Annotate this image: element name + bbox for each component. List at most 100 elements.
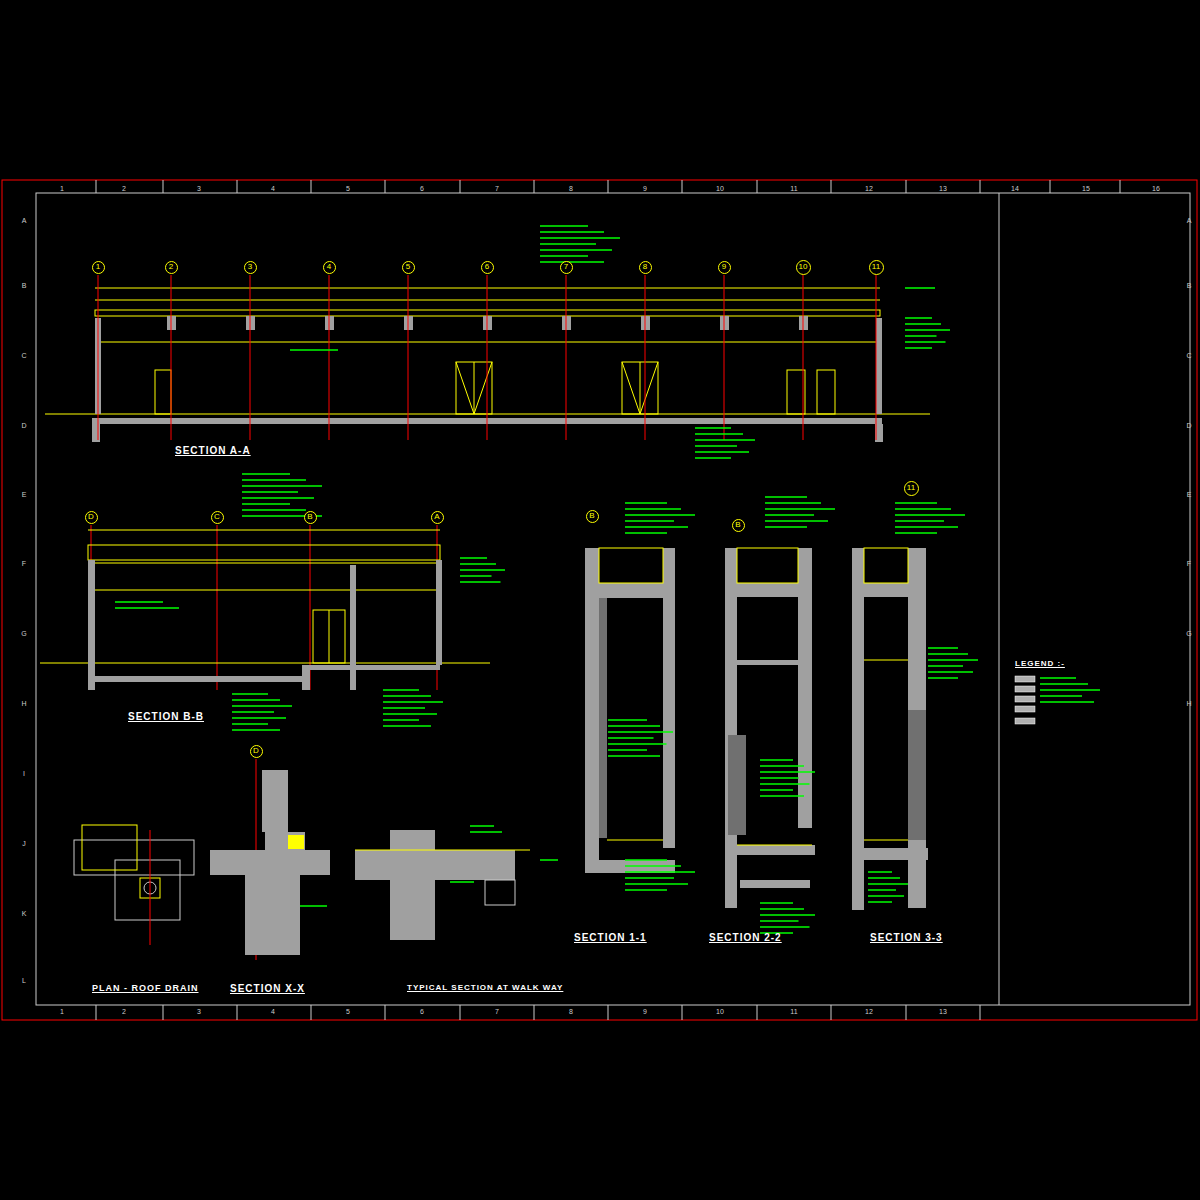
grid-bubble: 5 bbox=[402, 261, 415, 274]
annotation-lines-part bbox=[232, 693, 268, 695]
section-b-b-part bbox=[88, 545, 440, 560]
grid-number: 4 bbox=[271, 185, 275, 192]
section-x-x-part bbox=[288, 835, 304, 849]
grid-bubble: D bbox=[250, 745, 263, 758]
annotation-lines-part bbox=[928, 677, 958, 679]
grid-number: 11 bbox=[790, 1008, 797, 1015]
section-b-b-part bbox=[40, 663, 95, 664]
section-title: SECTION X-X bbox=[230, 984, 305, 994]
annotation-lines-part bbox=[905, 323, 941, 325]
annotation-lines-part bbox=[760, 771, 815, 773]
annotation-lines-part bbox=[928, 665, 963, 667]
annotation-lines-part bbox=[450, 881, 474, 883]
grid-bubble: A bbox=[431, 511, 444, 524]
annotation-lines-part bbox=[460, 569, 505, 571]
annotation-lines-part bbox=[765, 526, 807, 528]
section-x-x-part bbox=[245, 875, 300, 955]
grid-number: 1 bbox=[60, 1008, 64, 1015]
legend-swatch bbox=[1015, 676, 1035, 724]
section-title: TYPICAL SECTION AT WALK WAY bbox=[407, 984, 563, 992]
grid-bubble: D bbox=[85, 511, 98, 524]
annotation-lines-part bbox=[460, 575, 492, 577]
section-a-a-part bbox=[456, 362, 474, 414]
grid-ticks-part bbox=[534, 1005, 535, 1020]
grid-ticks-part bbox=[831, 180, 832, 193]
grid-bubble-label: 1 bbox=[96, 263, 100, 271]
walkway-section-part bbox=[355, 850, 530, 851]
annotation-lines-part bbox=[895, 514, 965, 516]
section-a-a-part bbox=[622, 362, 658, 414]
annotation-lines-part bbox=[695, 439, 755, 441]
grid-number: 5 bbox=[346, 1008, 350, 1015]
grid-ticks-part bbox=[460, 180, 461, 193]
annotation-lines-part bbox=[625, 526, 688, 528]
grid-letter: F bbox=[1187, 560, 1191, 567]
annotation-lines-part bbox=[760, 777, 799, 779]
grid-letter: G bbox=[1186, 630, 1191, 637]
annotation-lines-part bbox=[540, 237, 620, 239]
grid-letter: G bbox=[21, 630, 26, 637]
grid-letter: E bbox=[22, 491, 27, 498]
annotation-lines-part bbox=[232, 717, 286, 719]
annotation-lines-part bbox=[242, 509, 306, 511]
annotation-lines-part bbox=[905, 329, 950, 331]
section-1-1-part bbox=[599, 598, 607, 838]
grid-bubble: 9 bbox=[718, 261, 731, 274]
grid-number: 2 bbox=[122, 1008, 126, 1015]
grid-ticks-part bbox=[608, 180, 609, 193]
grid-letter: H bbox=[21, 700, 26, 707]
grid-number: 1 bbox=[60, 185, 64, 192]
grid-bubble: 7 bbox=[560, 261, 573, 274]
section-a-a-part bbox=[474, 362, 475, 414]
annotation-lines-part bbox=[928, 653, 968, 655]
annotation-lines-part bbox=[383, 713, 437, 715]
roof-drain-plan bbox=[74, 825, 194, 945]
grid-letter: C bbox=[1186, 352, 1191, 359]
section-3-3-part bbox=[908, 710, 926, 840]
grid-number: 12 bbox=[865, 1008, 873, 1015]
annotation-lines-part bbox=[868, 877, 900, 879]
grid-ticks-part bbox=[1120, 180, 1121, 193]
annotation-lines-part bbox=[383, 695, 431, 697]
section-title: SECTION A-A bbox=[175, 446, 251, 456]
annotation-lines-part bbox=[760, 926, 810, 928]
section-3-3-part bbox=[864, 848, 928, 860]
grid-bubble: 1 bbox=[92, 261, 105, 274]
grid-number: 10 bbox=[716, 1008, 724, 1015]
annotation-lines-part bbox=[765, 502, 821, 504]
annotation-lines-part bbox=[232, 729, 280, 731]
grid-bubble: 3 bbox=[244, 261, 257, 274]
grid-letter: D bbox=[1186, 422, 1191, 429]
annotation-lines-part bbox=[232, 711, 274, 713]
section-3-3-lines bbox=[864, 548, 908, 840]
section-title: PLAN - ROOF DRAIN bbox=[92, 984, 199, 993]
section-b-b-structure-part bbox=[95, 676, 305, 682]
section-1-1 bbox=[585, 548, 675, 873]
grid-letter: E bbox=[1187, 491, 1192, 498]
section-title: SECTION 2-2 bbox=[709, 933, 782, 943]
grid-number: 12 bbox=[865, 185, 873, 192]
grid-letter: F bbox=[22, 560, 26, 567]
annotation-lines-part bbox=[895, 508, 951, 510]
section-b-b bbox=[40, 530, 490, 663]
grid-number: 6 bbox=[420, 1008, 424, 1015]
grid-bubble-label: 10 bbox=[799, 263, 808, 271]
annotation-lines-part bbox=[1040, 683, 1088, 685]
section-a-a-part bbox=[640, 362, 658, 414]
annotation-lines-part bbox=[625, 877, 674, 879]
section-x-x-part bbox=[265, 832, 305, 850]
annotation-lines-part bbox=[895, 502, 937, 504]
grid-letter: H bbox=[1186, 700, 1191, 707]
section-1-1-lines-part bbox=[607, 840, 663, 841]
annotation-lines-part bbox=[760, 902, 793, 904]
grid-ticks-part bbox=[460, 1005, 461, 1020]
legend-swatch-part bbox=[1015, 696, 1035, 702]
annotation-lines-part bbox=[765, 520, 828, 522]
annotation-lines-part bbox=[608, 731, 673, 733]
annotation-lines-part bbox=[232, 699, 280, 701]
grid-number: 3 bbox=[197, 1008, 201, 1015]
grid-ticks-part bbox=[163, 1005, 164, 1020]
annotation-lines-part bbox=[383, 689, 419, 691]
annotation-lines-part bbox=[760, 765, 804, 767]
section-3-3-lines-part bbox=[864, 548, 908, 583]
